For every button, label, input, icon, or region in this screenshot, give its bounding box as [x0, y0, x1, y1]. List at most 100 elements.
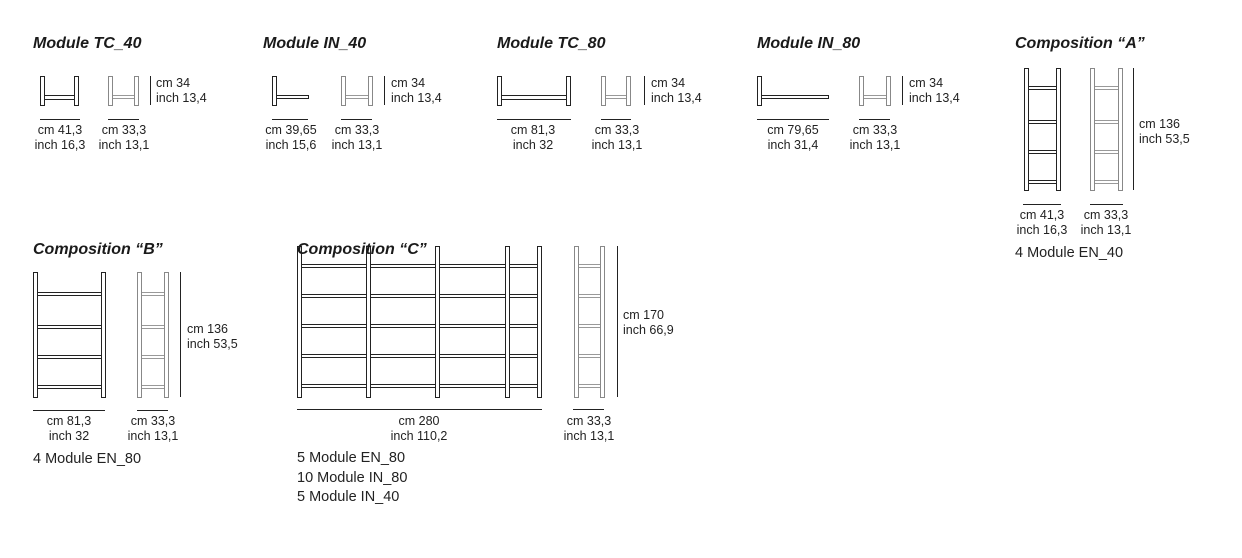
- depth-dimension-line: [341, 119, 372, 120]
- composition-c-front-drawing: [297, 246, 542, 398]
- post: [626, 76, 631, 106]
- post: [297, 246, 302, 398]
- post: [1090, 68, 1095, 191]
- width-inch: inch 16,3: [34, 137, 86, 152]
- module-in80-title: Module IN_80: [757, 35, 861, 52]
- shelf: [439, 294, 506, 298]
- width-dimension-line: [272, 119, 308, 120]
- width-inch: inch 15,6: [265, 137, 317, 152]
- shelf: [301, 264, 367, 268]
- part-item: 5 Module EN_80: [297, 450, 406, 466]
- height-dimension-line: [617, 246, 618, 397]
- height-cm: cm 34: [651, 76, 686, 90]
- shelf: [509, 264, 538, 268]
- module-tc80-side-drawing: [601, 76, 631, 106]
- depth-cm: cm 33,3: [852, 123, 898, 137]
- depth-inch: inch 13,1: [591, 137, 643, 152]
- composition-b-title: Composition “B”: [33, 241, 163, 258]
- width-inch: inch 31,4: [767, 137, 819, 152]
- height-inch: inch 13,4: [156, 90, 207, 105]
- shelf: [1028, 150, 1057, 154]
- width-cm: cm 79,65: [767, 123, 819, 137]
- width-dimension-line: [1023, 204, 1061, 205]
- depth-cm: cm 33,3: [1083, 208, 1129, 222]
- composition-a-front-drawing: [1024, 68, 1061, 191]
- shelf: [370, 264, 436, 268]
- depth-inch: inch 13,1: [98, 137, 150, 152]
- shelf: [370, 294, 436, 298]
- width-dimension-line: [297, 409, 542, 410]
- shelf: [1028, 120, 1057, 124]
- post: [137, 272, 142, 398]
- post: [74, 76, 79, 106]
- part-item: 10 Module IN_80: [297, 469, 408, 486]
- shelf: [863, 95, 887, 99]
- shelf: [439, 384, 506, 388]
- shelf: [439, 264, 506, 268]
- width-cm: cm 41,3: [37, 123, 83, 137]
- module-tc40-title: Module TC_40: [33, 35, 142, 52]
- composition-b-front-drawing: [33, 272, 106, 398]
- height-dimension-line: [180, 272, 181, 397]
- shelf: [1028, 180, 1057, 184]
- shelf: [301, 324, 367, 328]
- part-item: 4 Module EN_40: [1015, 245, 1124, 261]
- height-cm: cm 34: [391, 76, 426, 90]
- post: [101, 272, 106, 398]
- depth-dimension-line: [859, 119, 890, 120]
- height-cm: cm 34: [156, 76, 191, 90]
- post: [435, 246, 440, 398]
- width-inch: inch 110,2: [390, 428, 448, 443]
- depth-cm: cm 33,3: [130, 414, 176, 428]
- post: [574, 246, 579, 398]
- width-dimension-line: [497, 119, 571, 120]
- shelf: [578, 384, 601, 388]
- post: [600, 246, 605, 398]
- height-dimension-line: [902, 76, 903, 105]
- post: [368, 76, 373, 106]
- height-cm: cm 34: [909, 76, 944, 90]
- shelf: [1094, 180, 1119, 184]
- shelf: [37, 385, 102, 389]
- shelf: [578, 354, 601, 358]
- post: [859, 76, 864, 106]
- shelf: [1094, 120, 1119, 124]
- depth-cm: cm 33,3: [334, 123, 380, 137]
- width-cm: cm 41,3: [1019, 208, 1065, 222]
- height-inch: inch 66,9: [623, 322, 674, 337]
- post: [1024, 68, 1029, 191]
- post: [33, 272, 38, 398]
- post: [505, 246, 510, 398]
- depth-cm: cm 33,3: [594, 123, 640, 137]
- depth-dimension-line: [137, 410, 168, 411]
- depth-inch: inch 13,1: [127, 428, 179, 443]
- shelf: [141, 292, 165, 296]
- post: [566, 76, 571, 106]
- shelf: [141, 385, 165, 389]
- composition-c-title: Composition “C”: [297, 241, 427, 258]
- height-dimension-line: [1133, 68, 1134, 190]
- composition-b-side-drawing: [137, 272, 169, 398]
- post: [1118, 68, 1123, 191]
- module-in80-front-drawing: [757, 76, 829, 106]
- height-inch: inch 53,5: [187, 336, 238, 351]
- width-cm: cm 39,65: [265, 123, 317, 137]
- shelf: [370, 324, 436, 328]
- shelf: [370, 354, 436, 358]
- module-in80-side-drawing: [859, 76, 891, 106]
- depth-dimension-line: [108, 119, 139, 120]
- height-cm: cm 170: [623, 308, 664, 322]
